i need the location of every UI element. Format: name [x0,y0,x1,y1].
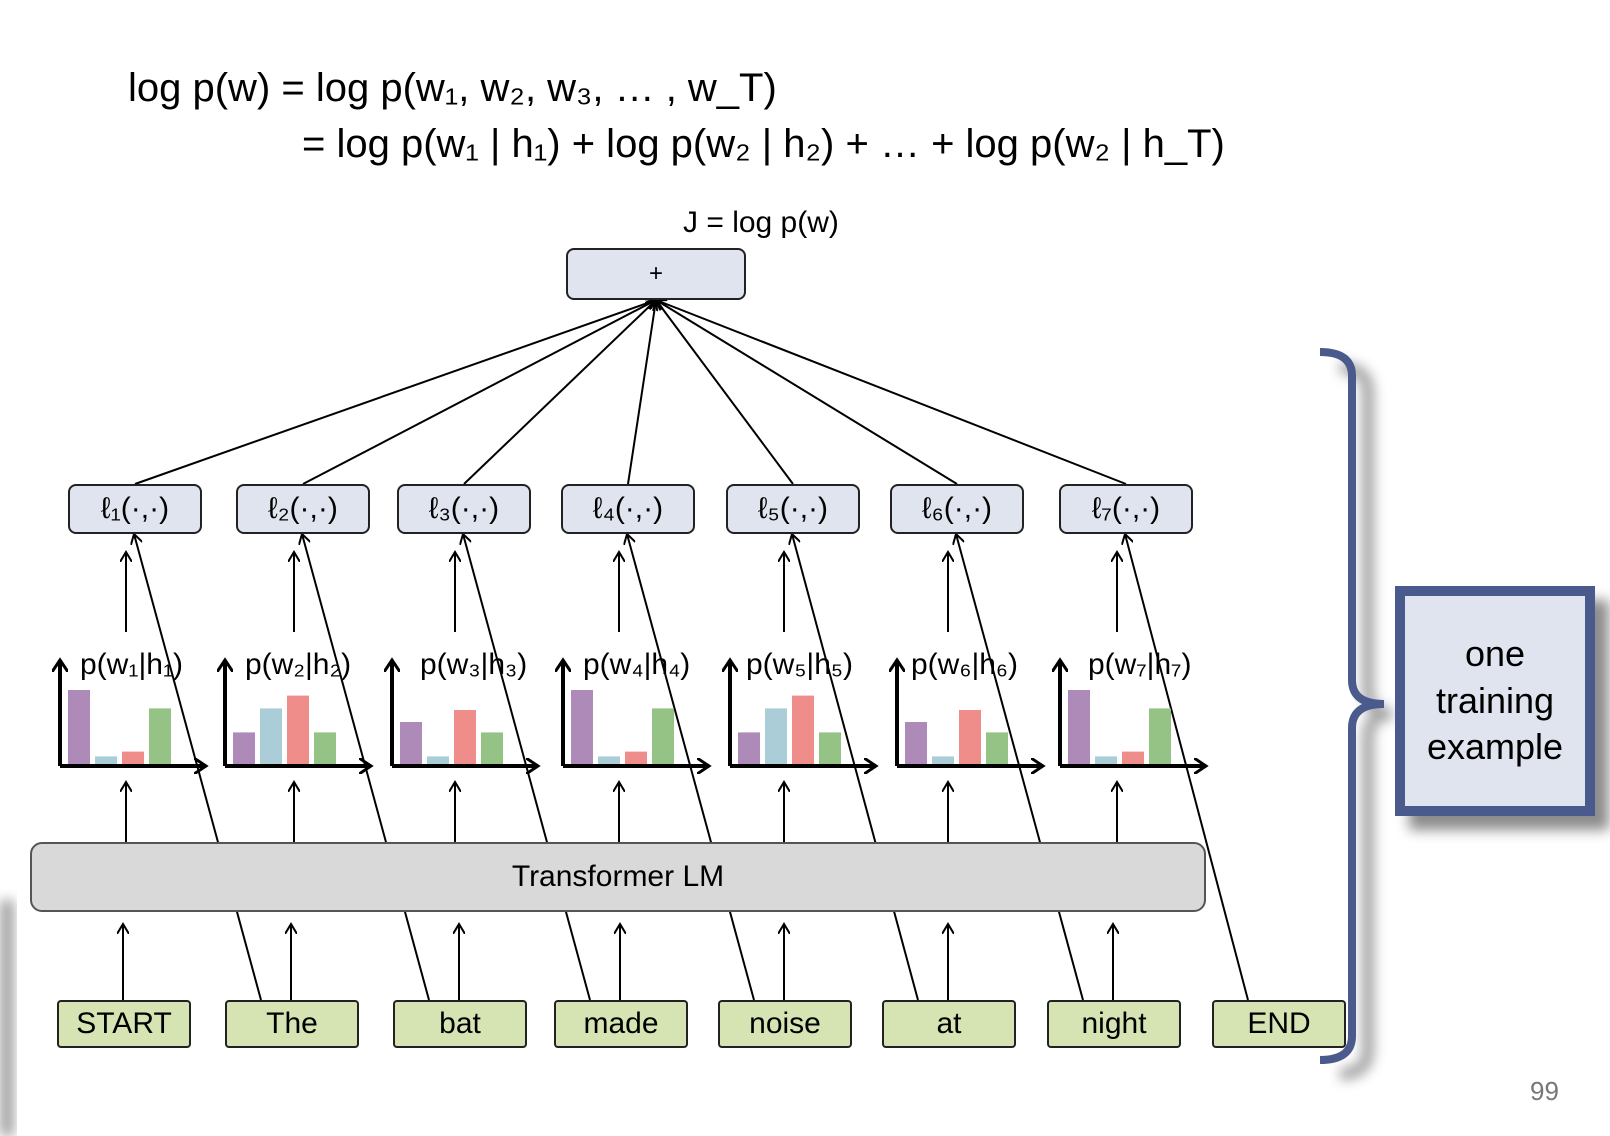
distribution-bar [1068,690,1090,766]
word-made: made [554,1000,688,1048]
sum-node: + [566,248,746,300]
distribution-bar [233,732,255,766]
distribution-chart [1060,660,1206,766]
bracket-shadow [1339,362,1393,1080]
distribution-bar [1149,708,1171,766]
distribution-bar [959,710,981,766]
training-example-bracket [1319,348,1385,1064]
distribution-label: p(w₂|h₂) [245,648,352,681]
equation-line-1: log p(w) = log p(w₁, w₂, w₃, … , w_T) [128,68,777,108]
loss-node: ℓ₂(·,·) [236,484,370,534]
distribution-bar [905,722,927,766]
loss-node: ℓ₇(·,·) [1059,484,1193,534]
distribution-label: p(w₁|h₁) [80,648,184,681]
word-end: END [1212,1000,1346,1048]
word-noise: noise [718,1000,852,1048]
distribution-bar [765,708,787,766]
distribution-label: p(w₅|h₅) [746,648,853,681]
loss-to-sum-edge [656,300,958,485]
distribution-bar [68,690,90,766]
loss-to-sum-edge [656,300,1127,485]
distribution-bar [260,708,282,766]
page-number: 99 [1530,1076,1559,1106]
distribution-bar [571,690,593,766]
distribution-bar [1122,751,1144,766]
distribution-label: p(w₃|h₃) [420,648,528,681]
distribution-bar [1095,756,1117,766]
distribution-chart [60,660,206,766]
distribution-bar [287,695,309,766]
callout-line-1: one [1464,632,1526,674]
loss-to-sum-edge [302,300,656,485]
distribution-bar [427,756,449,766]
distribution-label: p(w₆|h₆) [911,648,1019,681]
equation-lhs: log p(w) [128,66,271,110]
distribution-bar [738,732,760,766]
distribution-chart [563,660,709,766]
loss-node: ℓ₁(·,·) [68,484,202,534]
charts-layer [60,660,1206,766]
distribution-bar [314,732,336,766]
distribution-bar [481,732,503,766]
distribution-label: p(w₄|h₄) [583,648,691,681]
word-start: START [57,1000,191,1048]
callout-line-3: example [1426,726,1564,768]
training-example-callout: one training example [1395,586,1595,816]
distribution-bar [454,710,476,766]
equation-rhs-1: = log p(w₁, w₂, w₃, … , w_T) [281,66,777,110]
distribution-bar [149,708,171,766]
bracket-layer [0,348,1393,1136]
loss-node: ℓ₅(·,·) [726,484,860,534]
distribution-bar [400,722,422,766]
left-edge-shadow [0,900,14,1136]
word-at: at [882,1000,1016,1048]
loss-to-sum-edge [463,300,656,485]
distribution-chart [392,660,538,766]
transformer-lm-box: Transformer LM [30,842,1206,912]
callout-line-2: training [1435,679,1555,721]
objective-label: J = log p(w) [683,206,839,239]
distribution-chart [897,660,1043,766]
word-night: night [1047,1000,1181,1048]
distribution-chart [225,660,371,766]
distribution-bar [932,756,954,766]
loss-node: ℓ₄(·,·) [561,484,695,534]
distribution-chart [730,660,876,766]
transformer-lm-label: Transformer LM [511,860,725,893]
equation-line-2: = log p(w₁ | h₁) + log p(w₂ | h₂) + … + … [302,122,1225,166]
distribution-bar [122,751,144,766]
distribution-bar [792,695,814,766]
distribution-label: p(w₇|h₇) [1088,648,1192,681]
distribution-bar [819,732,841,766]
loss-to-sum-edge [656,300,794,485]
word-bat: bat [393,1000,527,1048]
distribution-bar [652,708,674,766]
distribution-bar [986,732,1008,766]
distribution-bar [625,751,647,766]
loss-node: ℓ₆(·,·) [890,484,1024,534]
distribution-bar [95,756,117,766]
word-the: The [225,1000,359,1048]
loss-to-sum-edge [627,300,656,485]
loss-node: ℓ₃(·,·) [397,484,531,534]
distribution-bar [598,756,620,766]
loss-to-sum-edge [134,300,656,485]
